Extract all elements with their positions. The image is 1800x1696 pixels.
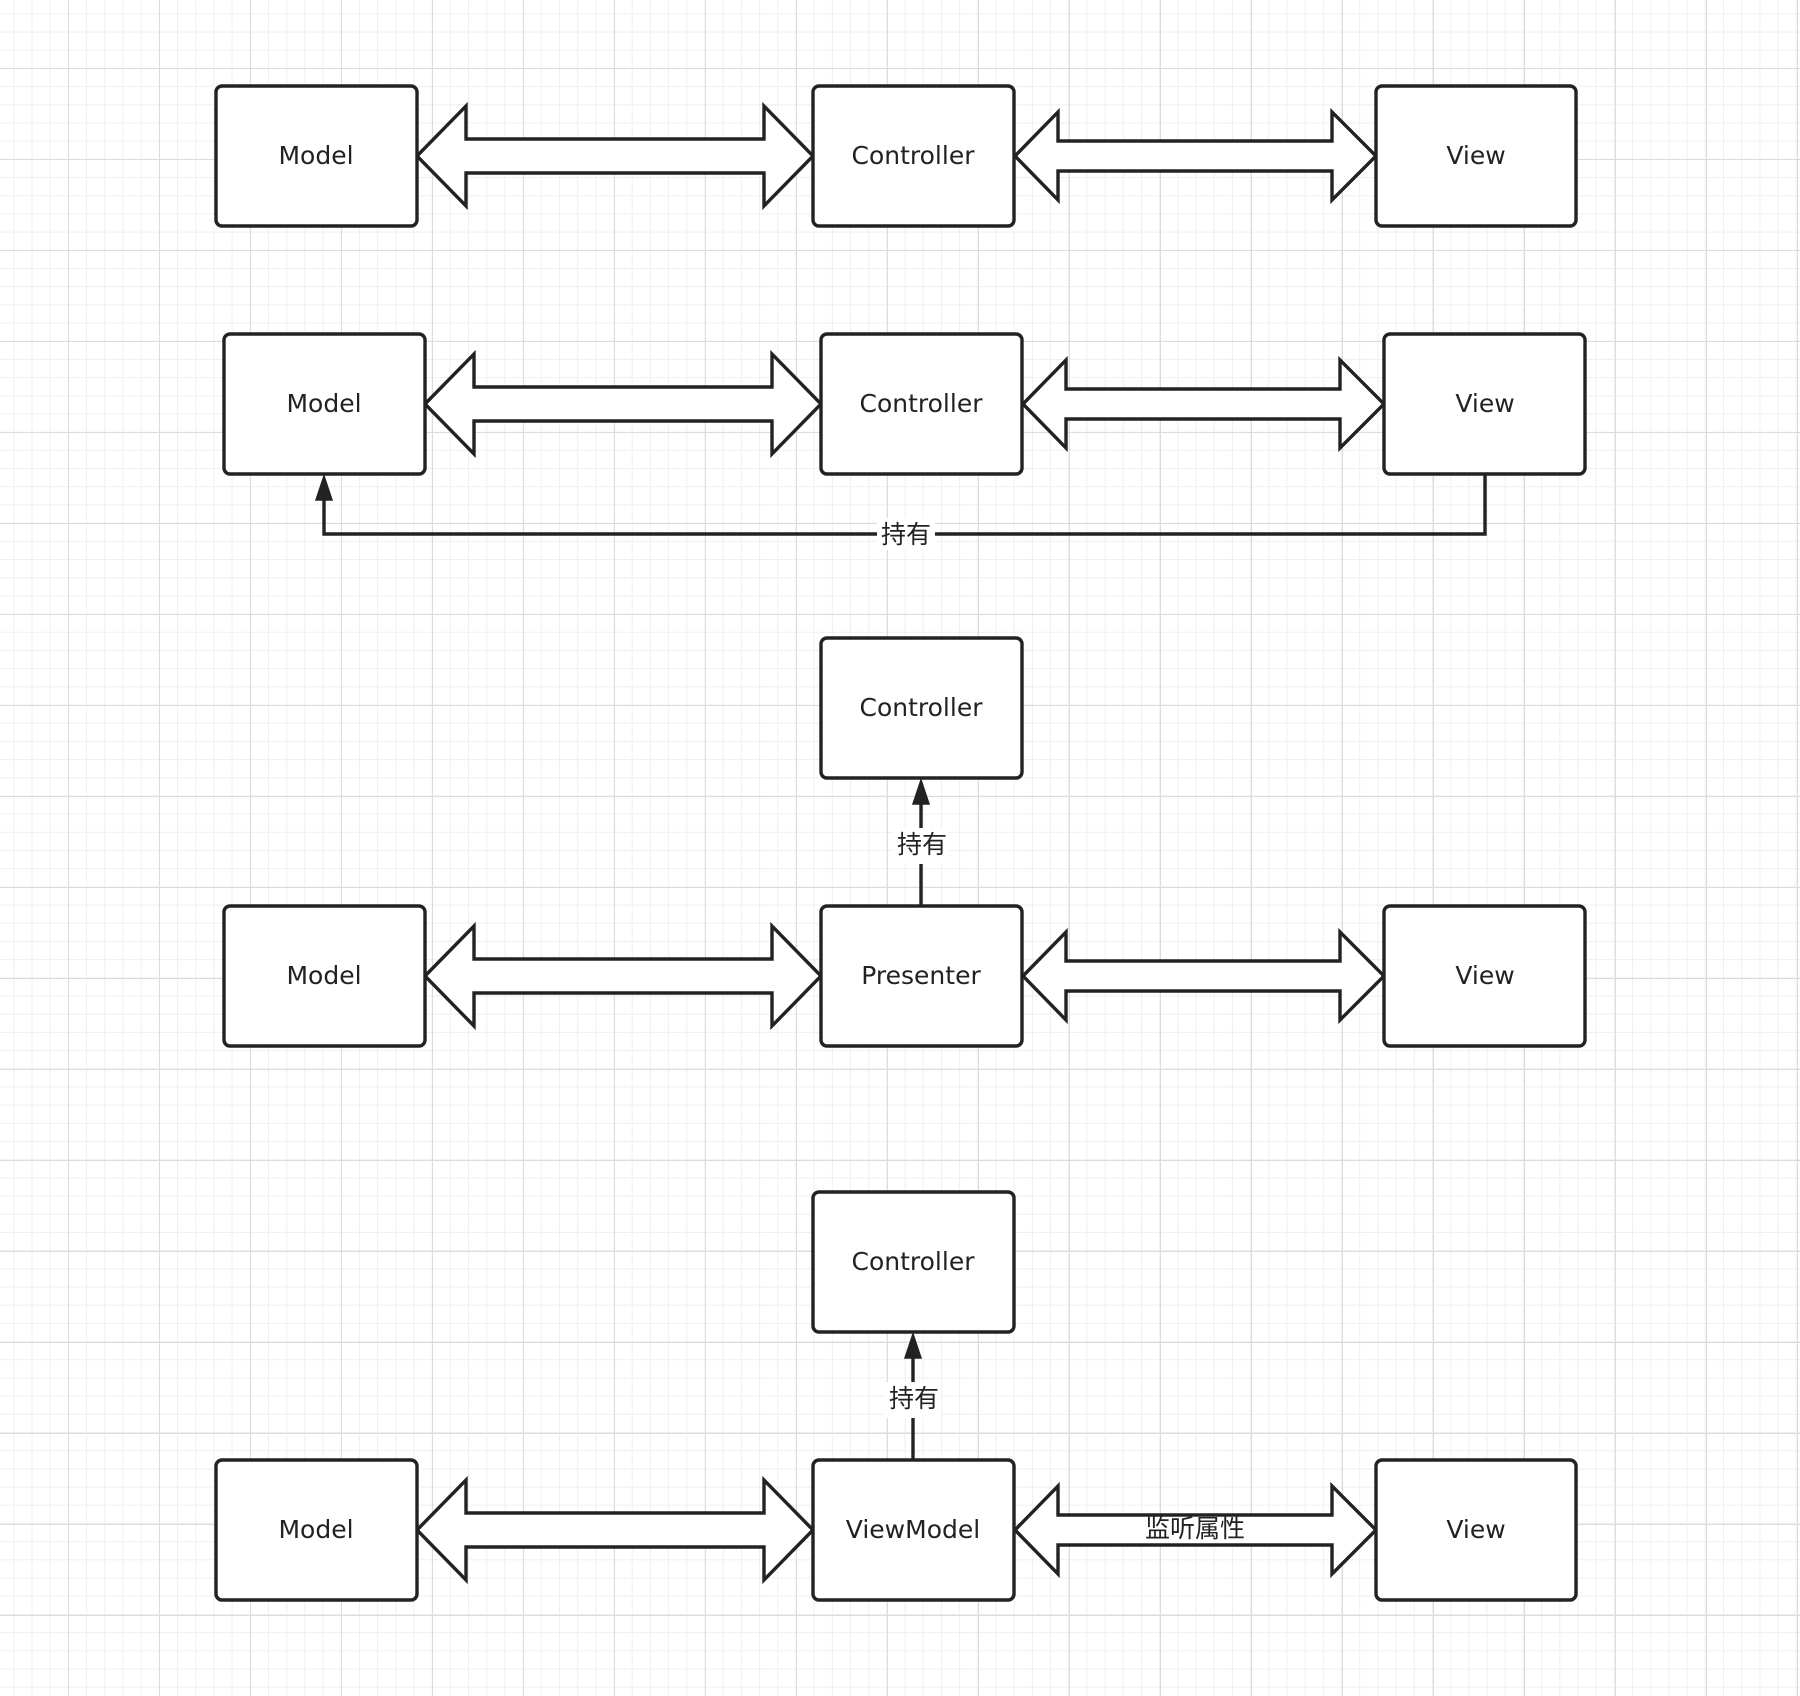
presenter-box: Presenter [819,904,1024,1048]
controller-box: Controller [811,1190,1016,1334]
mvc-holding-diagram: 持有 Model Controller View [222,332,1587,550]
view-label: View [1455,389,1514,418]
controller-label: Controller [860,693,984,722]
holding-label: 持有 [897,830,947,859]
double-arrow-controller-view [1020,355,1387,453]
model-box: Model [214,84,419,228]
controller-box: Controller [819,636,1024,780]
controller-box: Controller [819,332,1024,476]
holding-arrowhead [903,1331,923,1359]
double-arrow-presenter-view [1020,927,1387,1025]
view-box: View [1374,1458,1578,1602]
viewmodel-label: ViewModel [846,1515,980,1544]
double-arrow-model-presenter [422,921,824,1031]
model-box: Model [214,1458,419,1602]
viewmodel-box: ViewModel [811,1458,1016,1602]
model-box: Model [222,904,427,1048]
double-arrow-model-controller [414,101,816,211]
model-label: Model [278,141,353,170]
model-label: Model [278,1515,353,1544]
holding-arrowhead [911,777,931,805]
mvp-diagram: 持有 Controller Model Presenter View [222,636,1587,1048]
controller-label: Controller [852,1247,976,1276]
view-box: View [1374,84,1578,228]
controller-label: Controller [852,141,976,170]
view-label: View [1446,141,1505,170]
view-box: View [1382,904,1587,1048]
holding-label: 持有 [889,1384,939,1413]
double-arrow-model-controller [422,349,824,459]
observe-property-label: 监听属性 [1145,1514,1245,1543]
double-arrow-controller-view [1012,107,1379,205]
holding-arrowhead [314,473,334,501]
model-label: Model [286,961,361,990]
controller-label: Controller [860,389,984,418]
view-box: View [1382,332,1587,476]
view-label: View [1455,961,1514,990]
controller-box: Controller [811,84,1016,228]
model-box: Model [222,332,427,476]
mvvm-diagram: 监听属性 持有 Controller Model ViewModel View [214,1190,1578,1602]
double-arrow-model-viewmodel [414,1475,816,1585]
mvc-diagram: Model Controller View [214,84,1578,228]
holding-label: 持有 [881,520,931,549]
model-label: Model [286,389,361,418]
presenter-label: Presenter [861,961,981,990]
view-label: View [1446,1515,1505,1544]
